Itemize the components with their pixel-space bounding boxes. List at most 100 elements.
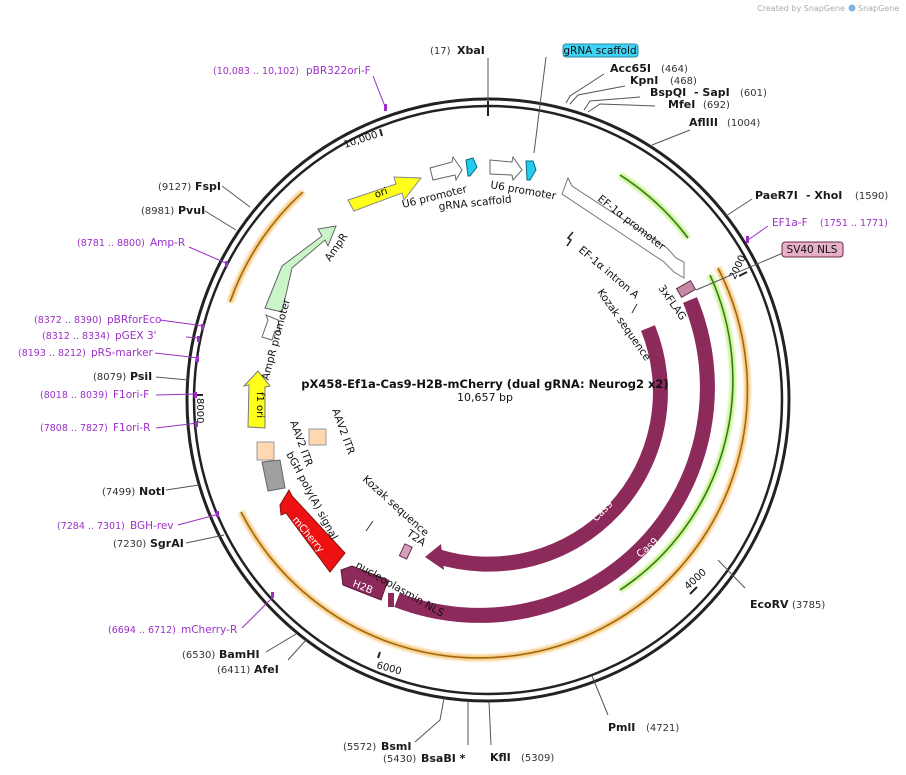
kozak-2-mark xyxy=(365,520,374,532)
svg-text:(10,083 .. 10,102): (10,083 .. 10,102) xyxy=(213,66,299,77)
svg-text:(7808 .. 7827): (7808 .. 7827) xyxy=(40,423,108,434)
site-xhoi: - XhoI xyxy=(806,189,842,202)
svg-text:(1004): (1004) xyxy=(727,118,760,129)
site-kfli: KflI xyxy=(490,751,511,764)
aav2-itr-right-box xyxy=(308,428,327,446)
svg-text:(3785): (3785) xyxy=(792,600,825,611)
site-bsabi: BsaBI * xyxy=(421,752,466,765)
svg-text:(8781 .. 8800): (8781 .. 8800) xyxy=(77,238,145,249)
svg-text:(7230): (7230) xyxy=(113,539,146,550)
site-ecorv: EcoRV xyxy=(750,598,789,611)
primer-pbrforeco: pBRforEco xyxy=(107,314,161,326)
site-psii: PsiI xyxy=(130,370,152,383)
site-mfei: MfeI xyxy=(668,98,695,111)
sv40-nls-callout: SV40 NLS xyxy=(695,241,844,291)
aav2-itr-right-label: AAV2 ITR xyxy=(329,407,357,456)
svg-text:(692): (692) xyxy=(703,100,730,111)
primer-labels: (10,083 .. 10,102) pBR322ori-F EF1a-F (1… xyxy=(18,65,888,636)
f1-ori-arrow xyxy=(242,370,271,429)
cas9-outer-arc xyxy=(394,297,715,623)
svg-text:gRNA scaffold: gRNA scaffold xyxy=(563,45,636,57)
svg-text:(8312 .. 8334): (8312 .. 8334) xyxy=(42,331,110,342)
primer-mcherry-r: mCherry-R xyxy=(181,624,237,636)
kozak-1-mark xyxy=(631,303,638,314)
svg-text:(6694 .. 6712): (6694 .. 6712) xyxy=(108,625,176,636)
cas9-inner-arrowhead xyxy=(425,544,444,570)
ruler-8000: 8000 xyxy=(194,398,205,423)
svg-text:(4721): (4721) xyxy=(646,723,679,734)
svg-text:(6411): (6411) xyxy=(217,665,250,676)
site-sapi: - SapI xyxy=(694,86,730,99)
svg-text:(601): (601) xyxy=(740,88,767,99)
grna-scaffold-1 xyxy=(465,157,478,177)
svg-text:(8018 .. 8039): (8018 .. 8039) xyxy=(40,390,108,401)
primer-pbr322ori-f: pBR322ori-F xyxy=(306,65,371,77)
aav2-itr-left-box xyxy=(256,441,275,461)
kozak-2-label: Kozak sequence xyxy=(360,473,431,539)
primer-f1ori-f: F1ori-F xyxy=(113,389,149,401)
flag-box xyxy=(675,279,697,299)
snapgene-credit: Created by SnapGene xyxy=(757,4,845,13)
restriction-sites: (17) XbaI Acc65I (464) KpnI (468) BspQI … xyxy=(93,44,888,765)
plasmid-name: pX458-Ef1a-Cas9-H2B-mCherry (dual gRNA: … xyxy=(301,377,668,391)
svg-text:(7499): (7499) xyxy=(102,487,135,498)
site-paer7i: PaeR7I xyxy=(755,189,798,202)
grna-callout: gRNA scaffold xyxy=(533,43,639,154)
site-bspqi: BspQI xyxy=(650,86,686,99)
ruler-2000: 2000 xyxy=(728,254,749,282)
h2b-arrow xyxy=(340,565,389,601)
site-kpni: KpnI xyxy=(630,74,658,87)
site-afliii: AflIII xyxy=(689,116,718,129)
site-acc65i: Acc65I xyxy=(610,62,651,75)
svg-text:(6530): (6530) xyxy=(182,650,215,661)
ampr-arrow xyxy=(264,225,337,313)
site-sgrai: SgrAI xyxy=(150,537,184,550)
plasmid-length: 10,657 bp xyxy=(457,391,513,404)
primer-marks xyxy=(194,104,749,598)
svg-text:(1590): (1590) xyxy=(855,191,888,202)
primer-prs-marker: pRS-marker xyxy=(91,347,154,359)
site-leader-lines xyxy=(155,58,753,746)
primer-bgh-rev: BGH-rev xyxy=(130,520,174,532)
ampr-promoter-arrow xyxy=(261,314,281,341)
site-noti: NotI xyxy=(139,485,165,498)
grna-scaffold-2 xyxy=(525,160,537,181)
ef1a-intron-mark xyxy=(566,231,574,247)
primer-amp-r: Amp-R xyxy=(150,237,185,249)
primer-f1ori-r: F1ori-R xyxy=(113,422,150,434)
nucleoplasmin-nls-box xyxy=(388,593,394,607)
f1-ori-label: f1 ori xyxy=(254,392,265,418)
bgh-polya-box xyxy=(261,459,286,492)
svg-text:SV40 NLS: SV40 NLS xyxy=(787,244,838,256)
svg-text:(8981): (8981) xyxy=(141,206,174,217)
site-bamhi: BamHI xyxy=(219,648,260,661)
site-pmli: PmlI xyxy=(608,721,635,734)
svg-text:(468): (468) xyxy=(670,76,697,87)
svg-text:(1751 .. 1771): (1751 .. 1771) xyxy=(820,218,888,229)
svg-text:(5572): (5572) xyxy=(343,742,376,753)
snapgene-logo-icon: SnapGene xyxy=(848,4,899,13)
site-bsmi: BsmI xyxy=(381,740,412,753)
u6-promoter-1 xyxy=(429,155,463,182)
u6-promoter-2 xyxy=(489,155,523,182)
svg-text:(5309): (5309) xyxy=(521,753,554,764)
ruler-ticks xyxy=(196,101,748,659)
primer-pgex-3: pGEX 3' xyxy=(115,330,157,342)
site-fspi: FspI xyxy=(195,180,221,193)
primer-leader-lines xyxy=(154,75,769,629)
svg-text:(5430): (5430) xyxy=(383,754,416,765)
svg-text:SnapGene: SnapGene xyxy=(858,4,899,13)
svg-text:(17): (17) xyxy=(430,46,451,57)
ef1a-promoter-arrow xyxy=(561,176,685,279)
ruler-6000: 6000 xyxy=(375,660,402,677)
orf-arcs xyxy=(227,172,751,661)
t2a-box xyxy=(398,543,413,560)
primer-ef1a-f: EF1a-F xyxy=(772,217,808,229)
ori-label: ori xyxy=(373,186,389,201)
svg-text:(9127): (9127) xyxy=(158,182,191,193)
svg-text:(8193 .. 8212): (8193 .. 8212) xyxy=(18,348,86,359)
svg-text:(464): (464) xyxy=(661,64,688,75)
svg-text:(8372 .. 8390): (8372 .. 8390) xyxy=(34,315,102,326)
site-afei: AfeI xyxy=(254,663,279,676)
